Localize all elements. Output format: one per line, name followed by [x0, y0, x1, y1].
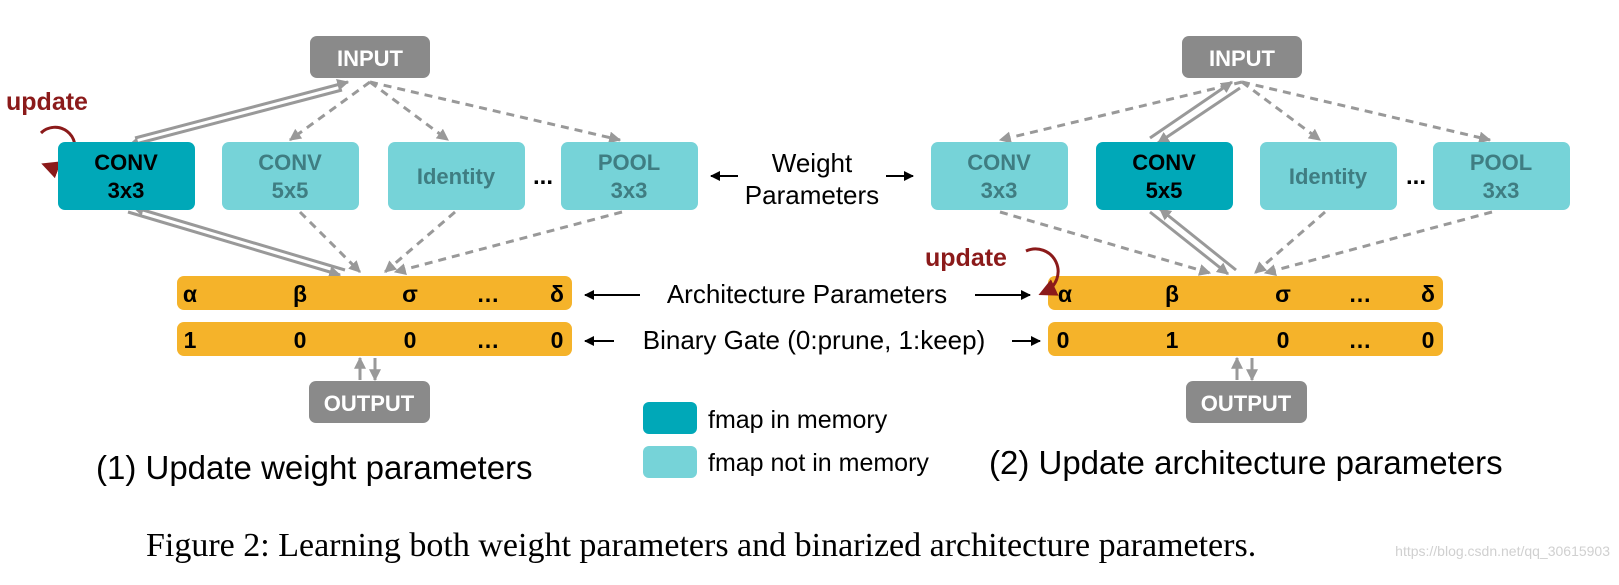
arch-param: α [183, 281, 197, 307]
output-label: OUTPUT [1201, 391, 1292, 416]
op-label-line1: POOL [598, 150, 660, 175]
panel-caption: (1) Update weight parameters [96, 449, 533, 486]
panel-caption: (2) Update architecture parameters [989, 444, 1503, 481]
op-label-line2: 3x3 [981, 178, 1018, 203]
arch-param: α [1058, 281, 1072, 307]
binary-gate: 1 [1166, 327, 1179, 353]
legend: fmap in memory fmap not in memory [643, 402, 929, 478]
active-path-right [1149, 80, 1241, 276]
legend-swatch-not-in-memory [643, 446, 697, 478]
binary-gate: 0 [551, 327, 564, 353]
legend-swatch-in-memory [643, 402, 697, 434]
binary-gate: … [1349, 327, 1372, 353]
op-label-line1: Identity [417, 164, 496, 189]
output-connectors-left [354, 356, 381, 382]
ellipsis: ... [533, 163, 553, 190]
panel-left: INPUT update CONV 3x3 CONV 5x5 Identity … [6, 36, 698, 486]
op-label-line1: POOL [1470, 150, 1532, 175]
op-label-line2: 3x3 [1483, 178, 1520, 203]
figure-caption: Figure 2: Learning both weight parameter… [146, 527, 1256, 564]
dashed-connectors-right [998, 80, 1493, 276]
binary-gate: 0 [404, 327, 417, 353]
arch-param: β [1165, 281, 1179, 307]
op-box-identity [1260, 142, 1397, 210]
arch-param: σ [1275, 281, 1291, 307]
dashed-connectors-left [289, 80, 623, 276]
output-box [1186, 381, 1307, 423]
arch-params-bar [1048, 276, 1443, 310]
arch-params-label: Architecture Parameters [667, 279, 947, 309]
arch-param: … [1349, 281, 1372, 307]
input-box [310, 36, 430, 78]
weight-params-label-line2: Parameters [745, 180, 879, 210]
ellipsis: ... [1406, 163, 1426, 190]
op-label-line1: CONV [258, 150, 322, 175]
update-label: update [6, 88, 88, 116]
binary-gate: … [477, 327, 500, 353]
op-box-identity [388, 142, 525, 210]
op-label-line1: CONV [94, 150, 158, 175]
op-box-pool3x3 [561, 142, 698, 210]
input-box [1182, 36, 1302, 78]
arch-param: β [293, 281, 307, 307]
arch-param: … [477, 281, 500, 307]
update-arrow-icon [1025, 247, 1060, 296]
weight-params-label-line1: Weight [772, 148, 853, 178]
input-label: INPUT [337, 46, 404, 71]
op-box-pool3x3 [1433, 142, 1570, 210]
op-box-conv5x5 [1096, 142, 1233, 210]
op-label-line2: 3x3 [611, 178, 648, 203]
watermark: https://blog.csdn.net/qq_30615903 [1395, 543, 1610, 559]
binary-gate-label: Binary Gate (0:prune, 1:keep) [643, 325, 986, 355]
legend-label: fmap in memory [708, 406, 888, 434]
op-label-line2: 5x5 [1146, 178, 1183, 203]
binary-gate-bar [1048, 322, 1443, 356]
binary-gate: 0 [1277, 327, 1290, 353]
op-label-line2: 5x5 [272, 178, 309, 203]
output-box [309, 381, 430, 423]
input-label: INPUT [1209, 46, 1276, 71]
op-label-line1: CONV [967, 150, 1031, 175]
arch-param: δ [550, 281, 564, 307]
op-box-conv3x3 [931, 142, 1068, 210]
binary-gate-bar [177, 322, 572, 356]
op-label-line2: 3x3 [108, 178, 145, 203]
op-box-conv5x5 [222, 142, 359, 210]
op-label-line1: CONV [1132, 150, 1196, 175]
output-connectors-right [1231, 356, 1258, 382]
output-label: OUTPUT [324, 391, 415, 416]
update-label: update [925, 244, 1007, 272]
op-box-conv3x3 [58, 142, 195, 210]
arch-param: σ [402, 281, 418, 307]
center-labels: Weight Parameters Architecture Parameter… [584, 148, 1041, 355]
binary-gate: 0 [1057, 327, 1070, 353]
arch-params-bar [177, 276, 572, 310]
legend-label: fmap not in memory [708, 449, 929, 477]
arch-param: δ [1421, 281, 1435, 307]
panel-right: INPUT CONV 3x3 CONV 5x5 Identity ... POO… [925, 36, 1570, 481]
op-label-line1: Identity [1289, 164, 1368, 189]
binary-gate: 0 [1422, 327, 1435, 353]
binary-gate: 1 [184, 327, 197, 353]
active-path-left [126, 78, 350, 278]
binary-gate: 0 [294, 327, 307, 353]
